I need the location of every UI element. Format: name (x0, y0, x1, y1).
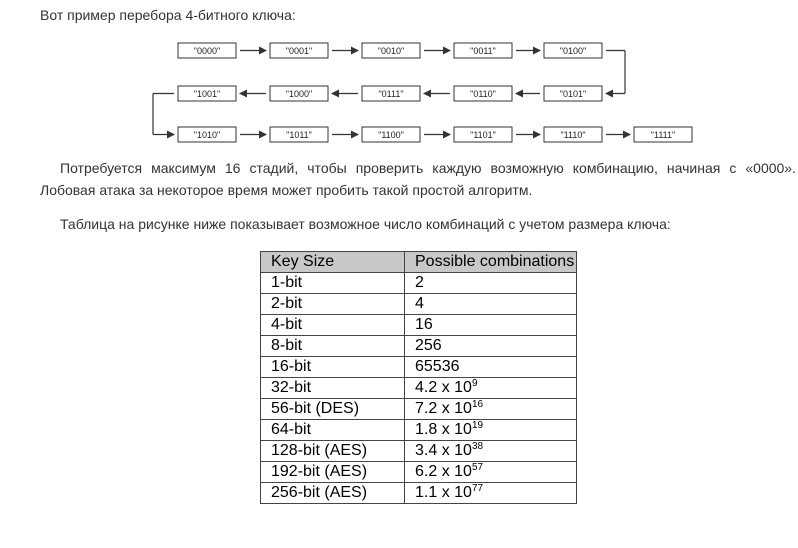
table-row: 56-bit (DES)7.2 x 1016 (260, 398, 577, 420)
key-box-label: "0011" (470, 46, 496, 56)
key-box: "1001" (177, 85, 237, 102)
combinations-value: 256 (415, 337, 442, 354)
key-box-label: "0110" (470, 89, 496, 99)
header-possible-combinations: Possible combinations (404, 251, 577, 273)
combinations-cell: 1.8 x 1019 (404, 419, 577, 441)
combinations-value: 1.1 x 10 (415, 484, 472, 501)
table-row: 192-bit (AES)6.2 x 1057 (260, 461, 577, 483)
combinations-cell: 65536 (404, 356, 577, 378)
key-size-cell: 128-bit (AES) (260, 440, 405, 462)
key-box: "1111" (633, 126, 693, 143)
key-size-cell: 192-bit (AES) (260, 461, 405, 483)
key-size-cell: 32-bit (260, 377, 405, 399)
table-row: 2-bit 4 (260, 293, 577, 315)
key-size-cell: 8-bit (260, 335, 405, 357)
key-box: "1010" (177, 126, 237, 143)
key-box: "1011" (269, 126, 329, 143)
key-size-combinations-table: Key Size Possible combinations 1-bit 2 2-b… (260, 251, 577, 504)
header-key-size: Key Size (260, 251, 405, 273)
key-box-label: "1000" (286, 89, 312, 99)
key-size-cell: 1-bit (260, 272, 405, 294)
key-box-label: "1001" (194, 89, 220, 99)
combinations-exponent: 77 (471, 483, 484, 494)
key-size-cell: 56-bit (DES) (260, 398, 405, 420)
key-box: "1110" (543, 126, 603, 143)
key-box: "0101" (543, 85, 603, 102)
combinations-value: 4 (415, 295, 424, 312)
key-box-label: "0100" (560, 46, 586, 56)
table-row: 128-bit (AES)3.4 x 1038 (260, 440, 577, 462)
key-box: "0001" (269, 42, 329, 59)
combinations-cell: 7.2 x 1016 (404, 398, 577, 420)
combinations-exponent: 19 (471, 420, 484, 431)
key-box: "0011" (453, 42, 513, 59)
key-box: "0010" (361, 42, 421, 59)
table-intro-paragraph: Таблица на рисунке ниже показывает возмо… (60, 216, 671, 232)
key-box: "1000" (269, 85, 329, 102)
key-box-label: "1011" (286, 130, 312, 140)
key-box: "0100" (543, 42, 603, 59)
combinations-value: 1.8 x 10 (415, 421, 472, 438)
key-box-label: "0101" (560, 89, 586, 99)
key-size-cell: 256-bit (AES) (260, 482, 405, 504)
combinations-cell: 6.2 x 1057 (404, 461, 577, 483)
table-row: 8-bit 256 (260, 335, 577, 357)
combinations-exponent: 57 (471, 462, 484, 473)
combinations-cell: 4.2 x 109 (404, 377, 577, 399)
combinations-value: 3.4 x 10 (415, 442, 472, 459)
key-box-label: "1101" (470, 130, 496, 140)
combinations-value: 16 (415, 316, 433, 333)
table-row: 4-bit 16 (260, 314, 577, 336)
combinations-exponent: 38 (471, 441, 484, 452)
key-size-cell: 16-bit (260, 356, 405, 378)
key-box-label: "1110" (560, 130, 585, 140)
combinations-value: 65536 (415, 358, 460, 375)
key-box: "1101" (453, 126, 513, 143)
combinations-value: 7.2 x 10 (415, 400, 472, 417)
table-row: 1-bit 2 (260, 272, 577, 294)
key-box-label: "0001" (286, 46, 312, 56)
key-box-label: "0010" (378, 46, 404, 56)
combinations-cell: 256 (404, 335, 577, 357)
combinations-value: 6.2 x 10 (415, 463, 472, 480)
key-box: "0111" (361, 85, 421, 102)
key-box: "1100" (361, 126, 421, 143)
combinations-cell: 4 (404, 293, 577, 315)
intro-paragraph: Вот пример перебора 4-битного ключа: (40, 7, 296, 23)
combinations-cell: 2 (404, 272, 577, 294)
combinations-exponent: 16 (471, 399, 484, 410)
table-header-row: Key Size Possible combinations (260, 251, 577, 273)
key-enumeration-diagram: "0000" "0001" "0010" "0011" "0100" "1001" "100… (152, 42, 693, 143)
key-box-label: "1111" (651, 130, 675, 140)
combinations-cell: 16 (404, 314, 577, 336)
combinations-cell: 1.1 x 1077 (404, 482, 577, 504)
key-box-label: "1010" (194, 130, 220, 140)
combinations-value: 2 (415, 274, 424, 291)
key-size-cell: 64-bit (260, 419, 405, 441)
combinations-value: 4.2 x 10 (415, 379, 472, 396)
key-box-label: "1100" (378, 130, 404, 140)
key-box-label: "0000" (194, 46, 220, 56)
combinations-exponent: 9 (471, 378, 478, 389)
key-box-label: "0111" (378, 89, 403, 99)
key-size-cell: 2-bit (260, 293, 405, 315)
key-size-cell: 4-bit (260, 314, 405, 336)
table-row: 256-bit (AES)1.1 x 1077 (260, 482, 577, 504)
stages-paragraph: Потребуется максимум 16 стадий, чтобы пр… (40, 160, 796, 198)
key-box: "0110" (453, 85, 513, 102)
combinations-cell: 3.4 x 1038 (404, 440, 577, 462)
table-row: 16-bit 65536 (260, 356, 577, 378)
key-box: "0000" (177, 42, 237, 59)
